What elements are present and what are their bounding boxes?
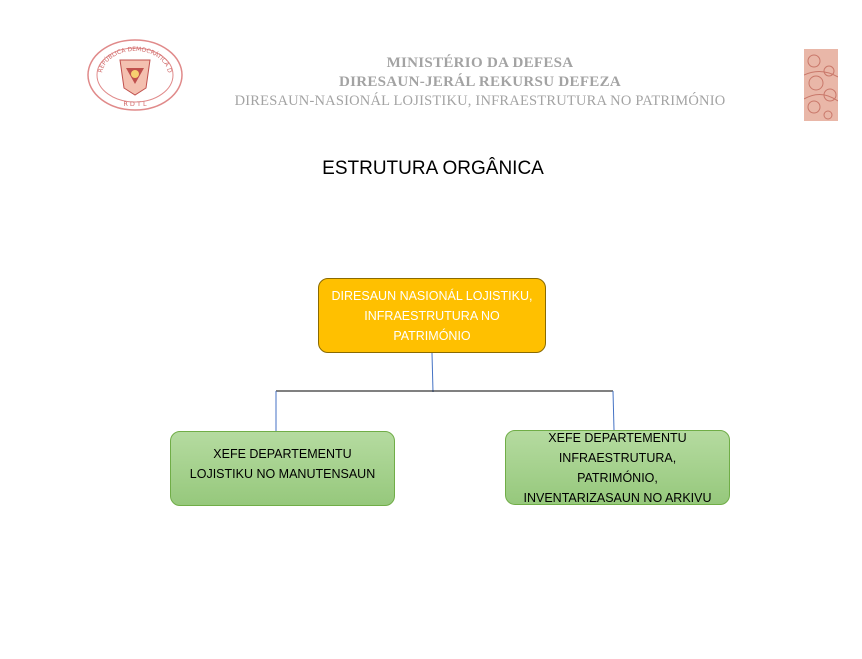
root-node-label: DIRESAUN NASIONÁL LOJISTIKU, INFRAESTRUT… [331,288,533,343]
svg-text:R D T L: R D T L [123,100,147,108]
directorate-general-name: DIRESAUN-JERÁL REKURSU DEFEZA [338,74,622,90]
child-node-infrastructure: XEFE DEPARTEMENTU INFRAESTRUTURA, PATRIM… [505,430,730,505]
coat-of-arms-emblem-icon: REPÚBLICA DEMOCRÁTICA DE TIMOR-LESTE R D… [86,38,183,111]
child-node-label: XEFE DEPARTEMENTU LOJISTIKU NO MANUTENSA… [189,447,376,481]
header-text-block: MINISTÉRIO DA DEFESA DIRESAUN-JERÁL REKU… [200,54,760,111]
decorative-pattern-icon [804,49,838,121]
right-child-connector [612,390,615,431]
child-node-logistics: XEFE DEPARTEMENTU LOJISTIKU NO MANUTENSA… [170,431,395,506]
page-title: ESTRUTURA ORGÂNICA [322,158,544,179]
ministry-name: MINISTÉRIO DA DEFESA [386,55,574,71]
child-node-label: XEFE DEPARTEMENTU INFRAESTRUTURA, PATRIM… [523,430,712,505]
root-node: DIRESAUN NASIONÁL LOJISTIKU, INFRAESTRUT… [318,278,546,353]
root-connector [431,352,434,393]
national-directorate-name: DIRESAUN-NASIONÁL LOJISTIKU, INFRAESTRUT… [234,93,726,109]
